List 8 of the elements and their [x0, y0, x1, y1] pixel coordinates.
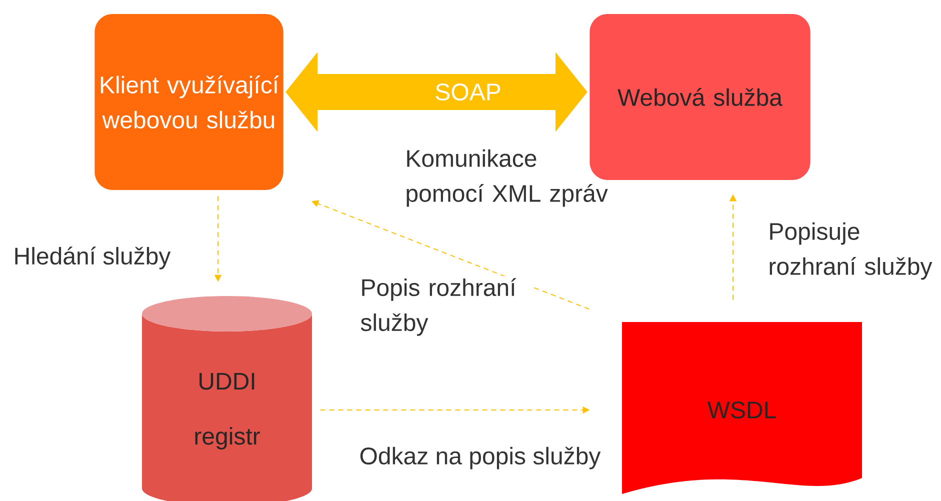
registry-cylinder: UDDI registr: [142, 296, 312, 501]
service-box: Webová služba: [590, 14, 810, 180]
edge-label: Hledání služby: [11, 244, 173, 272]
client-box: Klient využívající webovou službu: [94, 14, 284, 190]
edge-label: Popisuje rozhraní služby: [766, 220, 941, 282]
edge-label: Odkaz na popis služby: [357, 444, 603, 472]
edge-label: SOAP: [434, 82, 502, 102]
edge-label: Popis rozhraní služby: [358, 276, 532, 338]
